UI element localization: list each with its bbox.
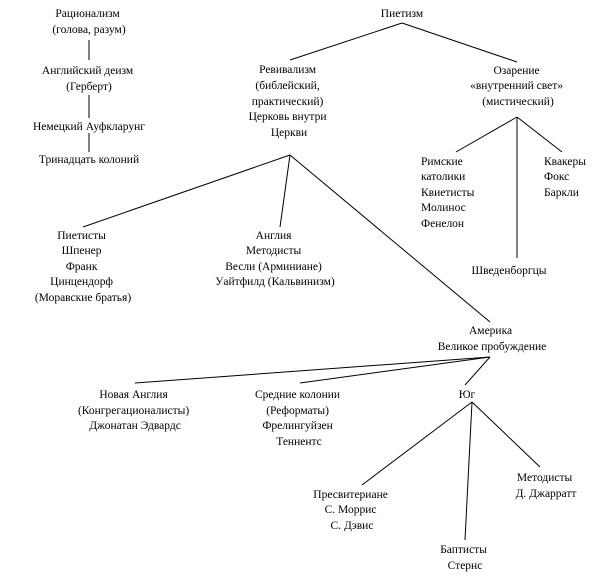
node-baptists: Баптисты Стернс xyxy=(440,544,490,572)
connector-america-middle-colonies xyxy=(299,356,491,384)
node-middle-colonies: Средние колонии (Реформаты) Фрелингуйзен… xyxy=(255,389,343,448)
node-america: Америка Великое пробуждение xyxy=(438,325,547,353)
connector-america-new-england xyxy=(134,356,491,384)
node-england: Англия Методисты Весли (Арминиане) Уайтф… xyxy=(215,230,335,288)
node-roman-catholics: Римские католики Квиетисты Молинос Фенел… xyxy=(421,156,477,230)
node-pietists: Пиетисты Шпенер Франк Цинцендорф (Моравс… xyxy=(35,230,132,304)
connector-south-methodists xyxy=(471,401,541,468)
connector-revivalism-england xyxy=(279,154,291,228)
connector-revivalism-pietists xyxy=(82,154,291,228)
node-swedenborgians: Шведенборгцы xyxy=(472,265,547,277)
connector-south-presbyterians xyxy=(361,401,473,486)
node-thirteen-colonies: Тринадцать колоний xyxy=(39,154,139,166)
connector-pietism-illumination xyxy=(401,22,518,63)
connector-illumination-catholics xyxy=(455,116,518,153)
node-quakers: Квакеры Фокс Баркли xyxy=(544,156,589,199)
node-german-aufklarung: Немецкий Ауфкларунг xyxy=(33,121,145,133)
connector-pietism-revivalism xyxy=(289,22,403,61)
connector-illumination-quakers xyxy=(516,116,563,153)
node-rationalism: Рационализм (голова, разум) xyxy=(52,8,126,36)
node-presbyterians: Пресвитериане С. Моррис С. Дэвис xyxy=(313,489,390,532)
node-south: Юг xyxy=(459,389,476,401)
connector-south-baptists xyxy=(464,401,473,541)
node-illumination: Озарение «внутренний свет» (мистический) xyxy=(470,65,566,108)
connector-revivalism-america xyxy=(289,154,491,323)
node-methodists-south: Методисты Д. Джарратт xyxy=(516,472,577,500)
node-revivalism: Ревивализм (библейский, практический) Це… xyxy=(249,64,330,139)
node-new-england: Новая Англия (Конгрегационалисты) Джонат… xyxy=(78,389,192,432)
node-pietism: Пиетизм xyxy=(381,8,424,20)
node-english-deism: Английский деизм (Герберт) xyxy=(42,65,136,93)
connectors xyxy=(82,22,563,541)
connector-america-south xyxy=(464,356,491,386)
